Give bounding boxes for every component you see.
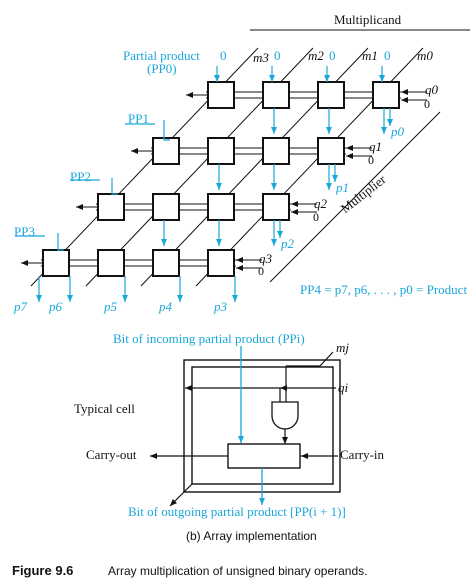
- q3-zero: 0: [258, 264, 264, 278]
- fa-box: [227, 443, 301, 469]
- top-zero-1: 0: [274, 48, 281, 63]
- m3-label: m3: [253, 50, 269, 65]
- pp0-label: (PP0): [147, 61, 177, 76]
- array-cell-r2-c0: [97, 193, 125, 221]
- q0-zero: 0: [424, 97, 430, 111]
- p7-label: p7: [13, 299, 28, 314]
- array-cell-r3-c2: [152, 249, 180, 277]
- outgoing-pp-label: Bit of outgoing partial product [PP(i + …: [128, 504, 346, 519]
- array-cell-r3-c1: [97, 249, 125, 277]
- typical-cell-label: Typical cell: [74, 401, 135, 416]
- array-cell-r1-c1: [207, 137, 235, 165]
- array-cell-r1-c0: [152, 137, 180, 165]
- p2-label: p2: [280, 236, 295, 251]
- array-cell-r2-c1: [152, 193, 180, 221]
- mj-line: [319, 351, 334, 367]
- and-gate: [271, 401, 299, 430]
- pp3-connector: [57, 233, 64, 251]
- multiplier-array-grid: [15, 29, 470, 302]
- array-cell-r0-c1: [262, 81, 290, 109]
- array-cell-r0-c0: [207, 81, 235, 109]
- array-cell-r1-c2: [262, 137, 290, 165]
- pp1-label: PP1: [128, 111, 149, 126]
- array-cell-r2-c3: [262, 193, 290, 221]
- carry-out-label: Carry-out: [86, 447, 137, 462]
- array-cell-r3-c0: [42, 249, 70, 277]
- array-cell-r0-c3: [372, 81, 400, 109]
- p5-label: p5: [103, 299, 118, 314]
- carry-in-label: Carry-in: [340, 447, 385, 462]
- mj-out-arrow: [169, 483, 193, 507]
- m1-label: m1: [362, 48, 378, 63]
- q3-label: q3: [259, 251, 273, 266]
- pp2-label: PP2: [70, 169, 91, 184]
- p3-label: p3: [213, 299, 228, 314]
- p0-label: p0: [390, 124, 405, 139]
- sub-caption: (b) Array implementation: [186, 529, 317, 543]
- figure-caption: Array multiplication of unsigned binary …: [108, 564, 367, 578]
- array-cell-r1-c3: [317, 137, 345, 165]
- m2-label: m2: [308, 48, 324, 63]
- pp4-equation: PP4 = p7, p6, . . . , p0 = Product: [300, 282, 467, 297]
- incoming-pp-label: Bit of incoming partial product (PPi): [113, 331, 305, 346]
- mj-label: mj: [336, 340, 349, 355]
- pp2-connector: [111, 178, 118, 195]
- q1-zero: 0: [368, 153, 374, 167]
- figure-number: Figure 9.6: [12, 563, 73, 578]
- top-zero-0: 0: [220, 48, 227, 63]
- p6-label: p6: [48, 299, 63, 314]
- q1-label: q1: [369, 139, 382, 154]
- pp3-label: PP3: [14, 224, 35, 239]
- array-cell-r3-c3: [207, 249, 235, 277]
- multiplicand-label: Multiplicand: [334, 12, 402, 27]
- p1-label: p1: [335, 180, 349, 195]
- multiplier-guide: [269, 111, 441, 283]
- p4-label: p4: [158, 299, 173, 314]
- q2-zero: 0: [313, 210, 319, 224]
- array-cell-r2-c2: [207, 193, 235, 221]
- m0-label: m0: [417, 48, 433, 63]
- typical-cell: [150, 351, 341, 507]
- partial-product-label: Partial product: [123, 48, 200, 63]
- q0-label: q0: [425, 82, 439, 97]
- top-zero-3: 0: [384, 48, 391, 63]
- qi-label: qi: [338, 380, 349, 395]
- top-zero-2: 0: [329, 48, 336, 63]
- q2-label: q2: [314, 196, 328, 211]
- typical-cell-cyan: [238, 346, 265, 505]
- array-cell-r0-c2: [317, 81, 345, 109]
- pp1-connector: [163, 120, 170, 141]
